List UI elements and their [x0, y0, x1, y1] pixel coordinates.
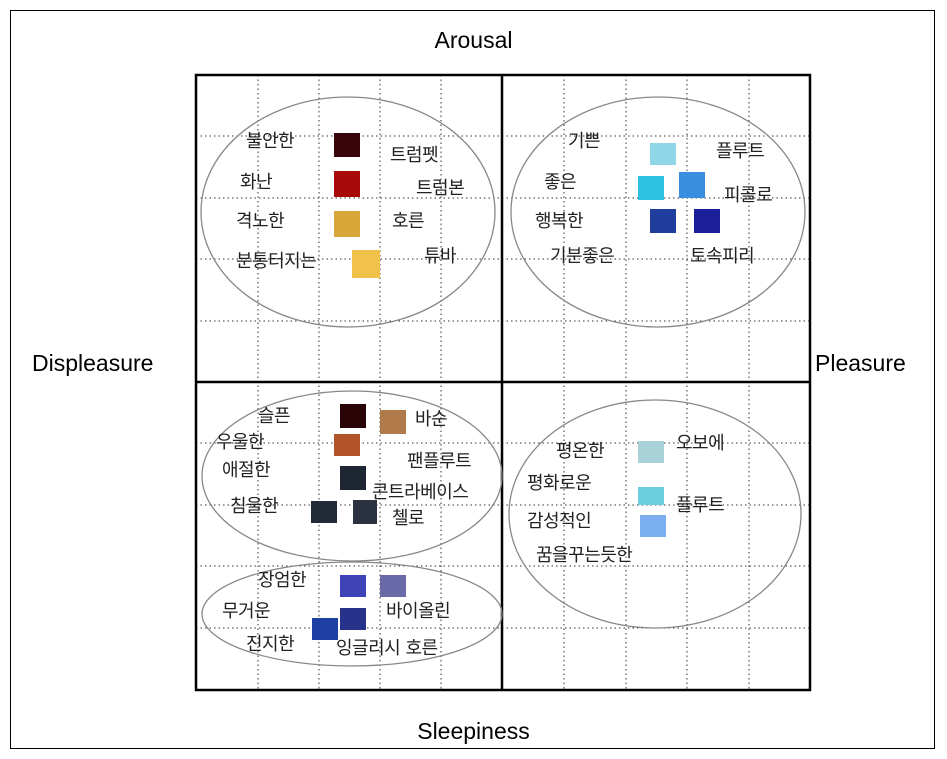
swatch-bassoon — [380, 410, 406, 434]
instrument-word: 팬플루트 — [407, 451, 472, 472]
instrument-word: 플루트 — [676, 495, 725, 516]
swatch-sad — [340, 404, 366, 428]
swatch-happy — [650, 209, 676, 233]
emotion-word: 불안한 — [246, 131, 295, 152]
instrument-word: 호른 — [392, 211, 425, 232]
figure-frame — [10, 10, 935, 749]
axis-label-displeasure: Displeasure — [32, 350, 154, 376]
emotion-word: 화난 — [240, 172, 273, 193]
emotion-word: 진지한 — [246, 634, 295, 655]
axis-label-arousal: Arousal — [434, 27, 513, 53]
cluster-ellipse-top-left — [200, 96, 496, 328]
swatch-depressed — [334, 434, 360, 456]
swatch-flute — [679, 172, 705, 198]
instrument-word: 토속피리 — [690, 246, 755, 267]
emotion-word: 침울한 — [230, 496, 279, 517]
cluster-ellipse-bottom-left-lower — [201, 561, 503, 667]
emotion-word: 격노한 — [236, 211, 285, 232]
axis-label-pleasure: Pleasure — [815, 350, 906, 376]
swatch-english-horn — [340, 608, 366, 630]
emotion-word: 평화로운 — [527, 473, 592, 494]
swatch-peaceful — [638, 487, 664, 505]
swatch-violin — [380, 575, 406, 597]
emotion-word: 분통터지는 — [236, 251, 317, 272]
swatch-cello — [353, 500, 377, 524]
emotion-word: 무거운 — [222, 601, 271, 622]
instrument-word: 첼로 — [392, 508, 425, 529]
emotion-word: 슬픈 — [258, 406, 291, 427]
instrument-word: 트럼펫 — [390, 145, 439, 166]
swatch-pleasant — [694, 209, 720, 233]
emotion-word: 감성적인 — [527, 511, 592, 532]
swatch-outraged — [352, 250, 380, 278]
swatch-anxious — [334, 133, 360, 157]
swatch-sentimental — [640, 515, 666, 537]
swatch-calm — [638, 441, 664, 463]
cluster-ellipse-top-right — [510, 96, 806, 328]
emotion-word: 우울한 — [216, 432, 265, 453]
instrument-word: 플루트 — [716, 141, 765, 162]
emotion-word: 평온한 — [556, 441, 605, 462]
swatch-gloomy — [311, 501, 337, 523]
swatch-good — [638, 176, 664, 200]
swatch-sorrowful — [340, 466, 366, 490]
emotion-word: 행복한 — [535, 211, 584, 232]
swatch-serious — [312, 618, 338, 640]
instrument-word: 오보에 — [676, 433, 725, 454]
instrument-word: 피콜로 — [724, 185, 773, 206]
instrument-word: 바순 — [415, 409, 448, 430]
emotion-word: 좋은 — [544, 172, 577, 193]
swatch-joyful — [650, 143, 676, 165]
swatch-angry — [334, 171, 360, 197]
swatch-majestic — [340, 575, 366, 597]
axis-label-sleepiness: Sleepiness — [417, 718, 530, 744]
cluster-ellipse-bottom-left-upper — [201, 390, 503, 562]
instrument-word: 바이올린 — [386, 601, 451, 622]
emotion-word: 기쁜 — [568, 131, 601, 152]
instrument-word: 튜바 — [424, 246, 457, 267]
emotion-word: 기분좋은 — [550, 246, 615, 267]
instrument-word: 콘트라베이스 — [372, 482, 469, 503]
color-swatches — [311, 133, 720, 640]
swatch-furious — [334, 211, 360, 237]
instrument-word: 트럼본 — [416, 178, 465, 199]
emotion-word: 장엄한 — [258, 570, 307, 591]
emotion-word: 꿈을꾸는듯한 — [536, 545, 633, 566]
cluster-ellipse-bottom-right — [508, 399, 802, 629]
instrument-word: 잉글리시 호른 — [336, 638, 438, 659]
emotion-word: 애절한 — [222, 460, 271, 481]
